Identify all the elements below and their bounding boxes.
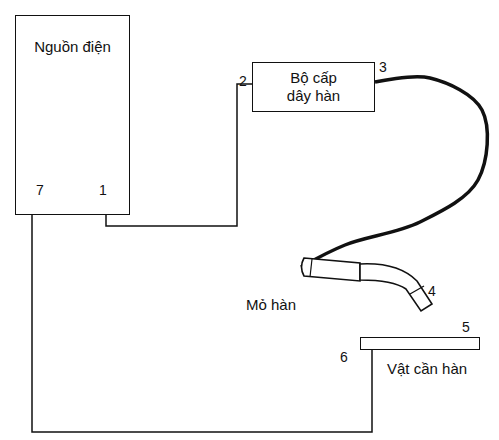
power-source-box: Nguồn điện — [15, 15, 130, 215]
wire — [32, 215, 372, 432]
callout-number: 7 — [36, 183, 44, 197]
callout-number: 2 — [239, 74, 247, 88]
callout-number: 6 — [340, 350, 348, 364]
workpiece-plate: Vật cần hàn — [360, 337, 480, 350]
welding-torch: Mỏ hàn — [298, 250, 438, 316]
callout-number: 5 — [462, 320, 470, 334]
node-label: Nguồn điện — [28, 38, 118, 56]
wire-feeder-box: Bộ cấp dây hàn — [252, 62, 375, 112]
torch-outline — [298, 250, 438, 316]
node-label: Vật cần hàn — [387, 360, 467, 377]
node-label: Bộ cấp dây hàn — [279, 69, 349, 105]
node-label: Mỏ hàn — [246, 296, 296, 313]
callout-number: 3 — [379, 60, 387, 74]
callout-number: 4 — [428, 284, 436, 298]
callout-number: 1 — [99, 183, 107, 197]
